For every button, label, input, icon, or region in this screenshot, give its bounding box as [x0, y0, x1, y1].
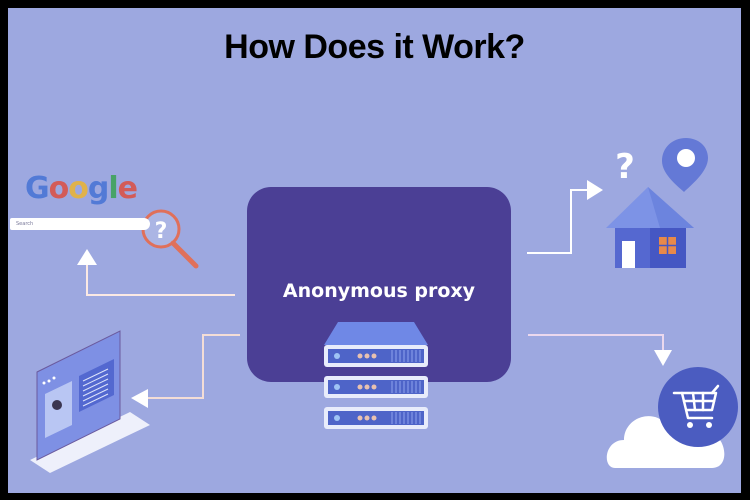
location-pin-icon [662, 138, 708, 192]
arrow-to-search [77, 249, 235, 296]
server-rack-icon [324, 322, 428, 429]
cloud-shopping-cart-icon [606, 367, 738, 468]
question-mark-icon: ? [615, 147, 635, 187]
logo-letter: o [68, 171, 89, 206]
arrow-to-device [131, 334, 240, 408]
logo-letter: l [108, 171, 118, 206]
arrow-to-shop [528, 334, 672, 366]
google-logo: Google [25, 171, 138, 206]
proxy-label: Anonymous proxy [282, 280, 476, 302]
diagram-canvas: How Does it Work? ? ? [8, 8, 741, 493]
logo-letter: g [87, 171, 110, 206]
page-title: How Does it Work? [224, 28, 525, 66]
connectors-layer: ? ? [30, 138, 738, 473]
logo-letter: G [25, 171, 50, 206]
search-input: Search [10, 218, 150, 230]
svg-text:?: ? [155, 219, 168, 244]
logo-letter: o [48, 171, 70, 206]
house-icon [606, 187, 694, 268]
arrow-to-home [527, 180, 603, 254]
logo-letter: e [117, 171, 138, 206]
laptop-dashboard-icon [30, 330, 150, 473]
